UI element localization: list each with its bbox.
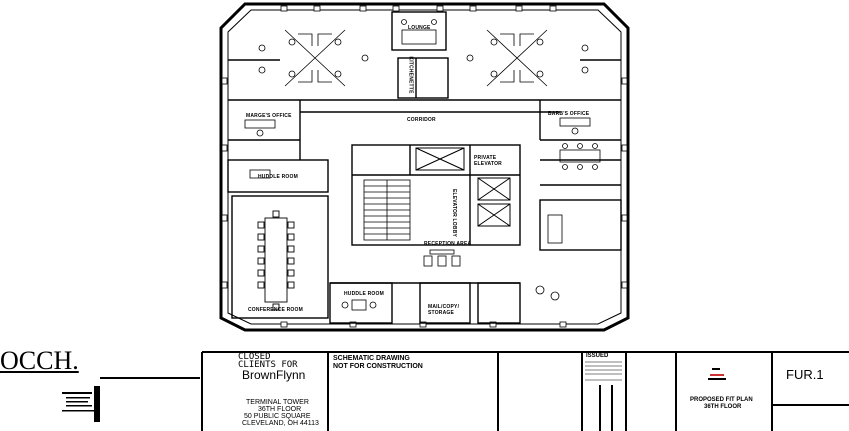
client-name: BrownFlynn	[242, 368, 306, 382]
room-label-reception-area: RECEPTION AREA	[424, 241, 472, 247]
sheet-number: FUR.1	[786, 367, 824, 382]
room-label-elevator-lobby: ELEVATOR LOBBY	[451, 188, 458, 238]
office-desks	[244, 117, 591, 179]
building-floor: 36TH FLOOR	[258, 406, 302, 413]
room-label-mail-copy-storage: MAIL/COPY/ STORAGE	[428, 304, 460, 316]
room-label-huddle-room-2: HUDDLE ROOM	[344, 291, 384, 297]
title-block-lines	[100, 351, 849, 431]
room-label-marges-office: MARGE'S OFFICE	[246, 113, 292, 119]
elevator-shafts	[415, 147, 511, 227]
room-label-huddle-room-1: HUDDLE ROOM	[258, 174, 298, 180]
stair	[363, 179, 411, 241]
right-side-furniture	[535, 143, 601, 301]
address-line-1: 50 PUBLIC SQUARE	[244, 413, 311, 420]
conference-table	[257, 210, 295, 311]
huddle-room-lower-furniture	[341, 299, 377, 311]
issued-label: ISSUED	[586, 353, 609, 359]
architect-logo-text: OCCH.	[0, 346, 79, 375]
room-label-private-elevator: PRIVATE ELEVATOR	[474, 155, 502, 167]
room-label-barbs-office: BARB'S OFFICE	[548, 111, 590, 117]
sheet-logo-mark	[708, 368, 726, 380]
architect-stamp	[62, 386, 100, 422]
building-name: TERMINAL TOWER	[246, 399, 309, 406]
workstation-cluster-right	[466, 29, 589, 87]
client-label-2: CLIENTS FOR	[238, 360, 298, 370]
schematic-line-2: NOT FOR CONSTRUCTION	[333, 363, 423, 370]
room-label-corridor: CORRIDOR	[407, 117, 436, 123]
room-label-conference-room: CONFERENCE ROOM	[248, 307, 303, 313]
reception-furniture	[423, 249, 461, 267]
sheet-title-2: 36TH FLOOR	[704, 404, 742, 410]
room-label-lounge: LOUNGE	[408, 25, 431, 31]
building-shell	[219, 2, 630, 332]
lounge-furniture	[401, 19, 437, 45]
sheet-title-1: PROPOSED FIT PLAN	[690, 397, 753, 403]
perimeter-columns	[221, 5, 628, 328]
schematic-line-1: SCHEMATIC DRAWING	[333, 355, 410, 362]
address-line-2: CLEVELAND, OH 44113	[242, 420, 319, 427]
room-label-kitchenette: KITCHENETTE	[407, 56, 414, 94]
client-label: CLOSED	[238, 352, 271, 362]
workstation-cluster-left	[258, 29, 369, 87]
interior-walls	[227, 11, 622, 324]
